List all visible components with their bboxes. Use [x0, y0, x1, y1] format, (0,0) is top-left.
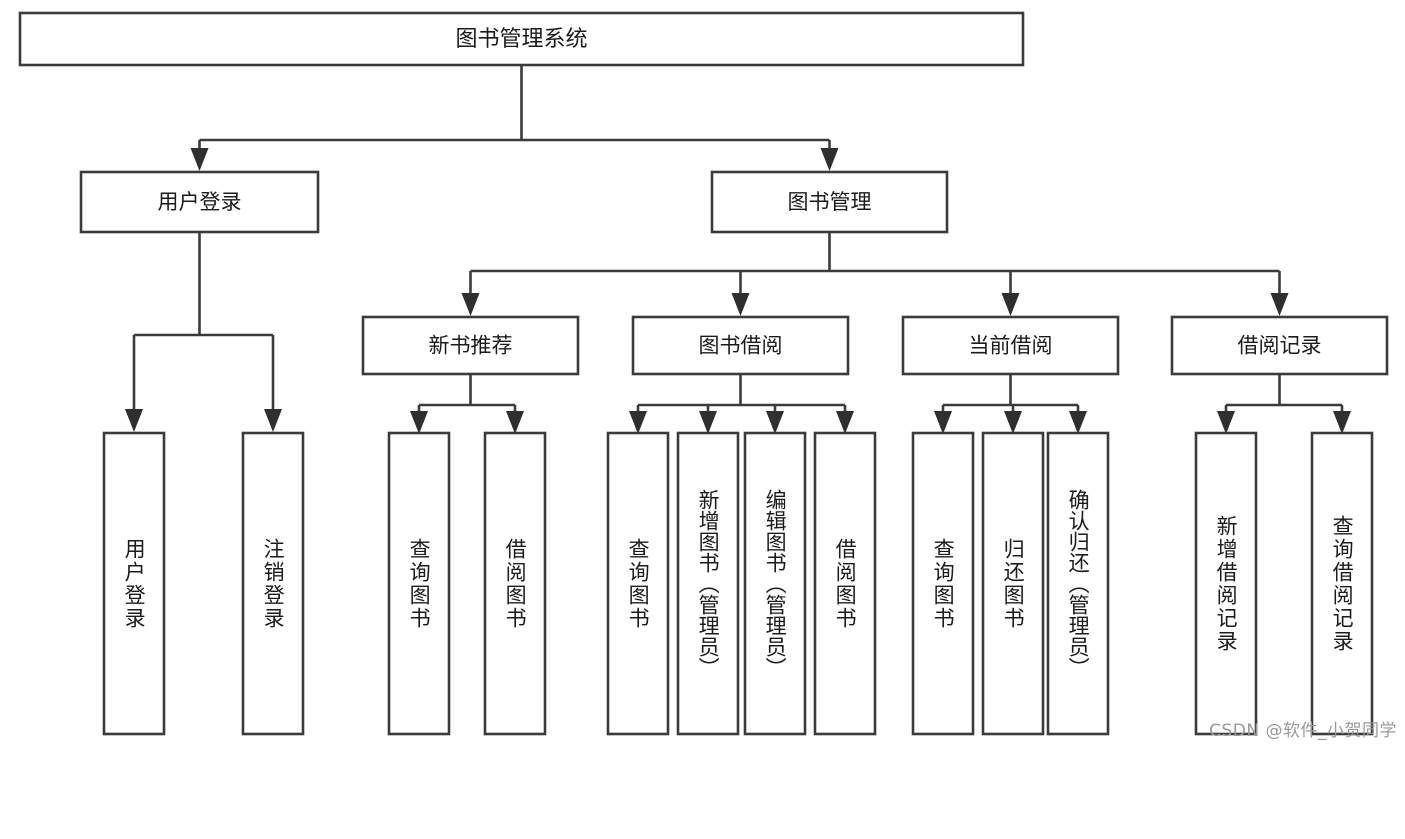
arrow-head-icon-return-book — [1004, 411, 1022, 434]
node-box-query-borrow-record[interactable] — [1310, 431, 1374, 736]
node-box-query-book-1[interactable] — [387, 431, 451, 736]
node-box-return-book[interactable] — [981, 431, 1045, 736]
node-box-add-borrow-record[interactable] — [1194, 431, 1258, 736]
node-box-borrow-book-1[interactable] — [483, 431, 547, 736]
node-label-root: 图书管理系统 — [455, 27, 587, 52]
node-box-query-book-3[interactable] — [911, 431, 975, 736]
node-box-confirm-return[interactable] — [1046, 431, 1110, 736]
node-label-user-login: 用户登录 — [158, 190, 242, 214]
node-label-current-borrow: 当前借阅 — [969, 334, 1053, 358]
node-box-edit-book[interactable] — [743, 431, 807, 736]
arrow-head-icon-borrow-record — [1270, 293, 1289, 316]
node-box-user-logout[interactable] — [241, 431, 305, 736]
connector-layer — [125, 65, 1351, 434]
arrow-head-icon-borrow-book-2 — [836, 411, 854, 434]
arrow-head-icon-add-borrow-record — [1217, 411, 1235, 434]
node-box-root[interactable] — [18, 11, 1025, 67]
arrow-head-icon-add-book — [699, 411, 717, 434]
arrow-head-icon-edit-book — [766, 411, 784, 434]
node-label-book-manage: 图书管理 — [788, 190, 872, 214]
arrow-head-icon-borrow-book-1 — [506, 411, 524, 434]
node-box-book-borrow[interactable] — [631, 315, 850, 376]
node-box-current-borrow[interactable] — [901, 315, 1120, 376]
arrow-head-icon-book-borrow — [731, 293, 750, 316]
diagram-canvas: 图书管理系统用户登录图书管理新书推荐图书借阅当前借阅借阅记录 用户登录注销登录查… — [18, 11, 1397, 741]
node-box-book-manage[interactable] — [710, 170, 949, 234]
node-label-book-borrow: 图书借阅 — [699, 334, 783, 358]
arrow-head-icon-confirm-return — [1069, 411, 1087, 434]
arrow-head-icon-query-borrow-record — [1333, 411, 1351, 434]
arrow-head-icon-query-book-2 — [629, 411, 647, 434]
arrow-head-icon-book-manage — [820, 148, 839, 171]
node-box-layer — [18, 11, 1389, 736]
arrow-head-icon-query-book-3 — [934, 411, 952, 434]
arrow-head-icon-query-book-1 — [410, 411, 428, 434]
arrow-head-icon-user-login — [190, 148, 209, 171]
node-box-borrow-record[interactable] — [1170, 315, 1389, 376]
node-box-user-login[interactable] — [79, 170, 320, 234]
node-box-new-book-recommend[interactable] — [361, 315, 580, 376]
arrow-head-icon-current-borrow — [1001, 293, 1020, 316]
watermark-text: CSDN @软件_小贺同学 — [1209, 721, 1397, 741]
node-box-query-book-2[interactable] — [606, 431, 670, 736]
arrow-head-icon-new-book-recommend — [461, 293, 480, 316]
node-label-new-book-recommend: 新书推荐 — [429, 334, 513, 358]
node-label-borrow-record: 借阅记录 — [1238, 334, 1322, 358]
node-box-borrow-book-2[interactable] — [813, 431, 877, 736]
arrow-head-icon-user-logout — [264, 409, 282, 432]
node-box-user-login-do[interactable] — [102, 431, 166, 736]
node-box-add-book[interactable] — [676, 431, 740, 736]
arrow-head-icon-user-login-do — [125, 409, 143, 432]
